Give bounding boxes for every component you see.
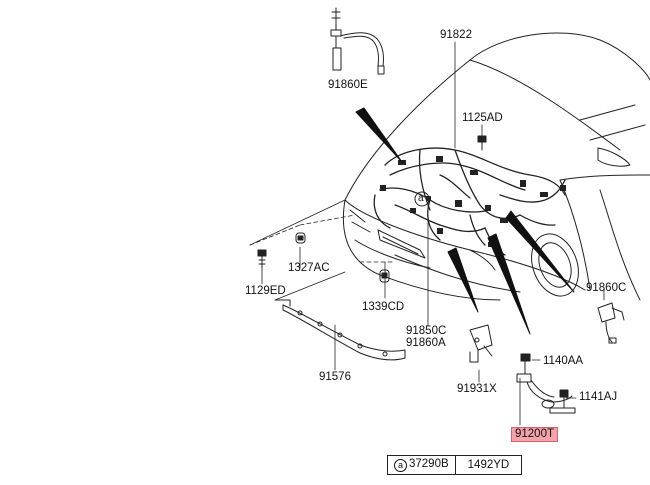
part-label-91200T-highlighted: 91200T [511, 427, 559, 442]
part-91200T-drawing [516, 373, 573, 409]
part-1141AJ-drawing [549, 389, 576, 414]
part-label-1327AC: 1327AC [288, 262, 330, 274]
callout-circle [414, 191, 430, 207]
part-label-91860A: 91860A [406, 337, 446, 349]
part-label-1141AJ: 1141AJ [579, 391, 618, 403]
part-91860C-drawing [597, 302, 625, 344]
part-label-91850C: 91850C [406, 325, 447, 337]
legend-part-a: 37290B [409, 458, 449, 470]
part-label-91931X: 91931X [457, 383, 497, 395]
pointer-wedges [355, 107, 575, 335]
part-label-1339CD: 1339CD [362, 301, 405, 313]
part-1129ED-drawing [257, 249, 267, 269]
part-1339CD-drawing [379, 269, 390, 283]
part-label-91822: 91822 [440, 29, 472, 41]
part-1125AD-drawing [477, 135, 487, 151]
part-91860E-drawing [330, 7, 385, 75]
part-91931X-drawing [469, 324, 493, 363]
callout-letter: a [418, 193, 424, 204]
part-label-91860C: 91860C [586, 282, 627, 294]
part-label-91860E: 91860E [328, 79, 368, 91]
part-label-1125AD: 1125AD [462, 112, 503, 124]
part-label-1129ED: 1129ED [245, 285, 286, 297]
part-1327AC-drawing [295, 232, 306, 244]
legend-circle: a [394, 459, 407, 472]
legend-part-b: 1492YD [467, 459, 510, 471]
legend-cell-b: 1492YD [454, 455, 523, 475]
part-91576-drawing [274, 299, 406, 361]
car-body-outline [342, 32, 650, 301]
part-1140AA-drawing [520, 353, 531, 375]
part-label-91576: 91576 [319, 371, 351, 383]
part-label-1140AA: 1140AA [543, 355, 584, 367]
